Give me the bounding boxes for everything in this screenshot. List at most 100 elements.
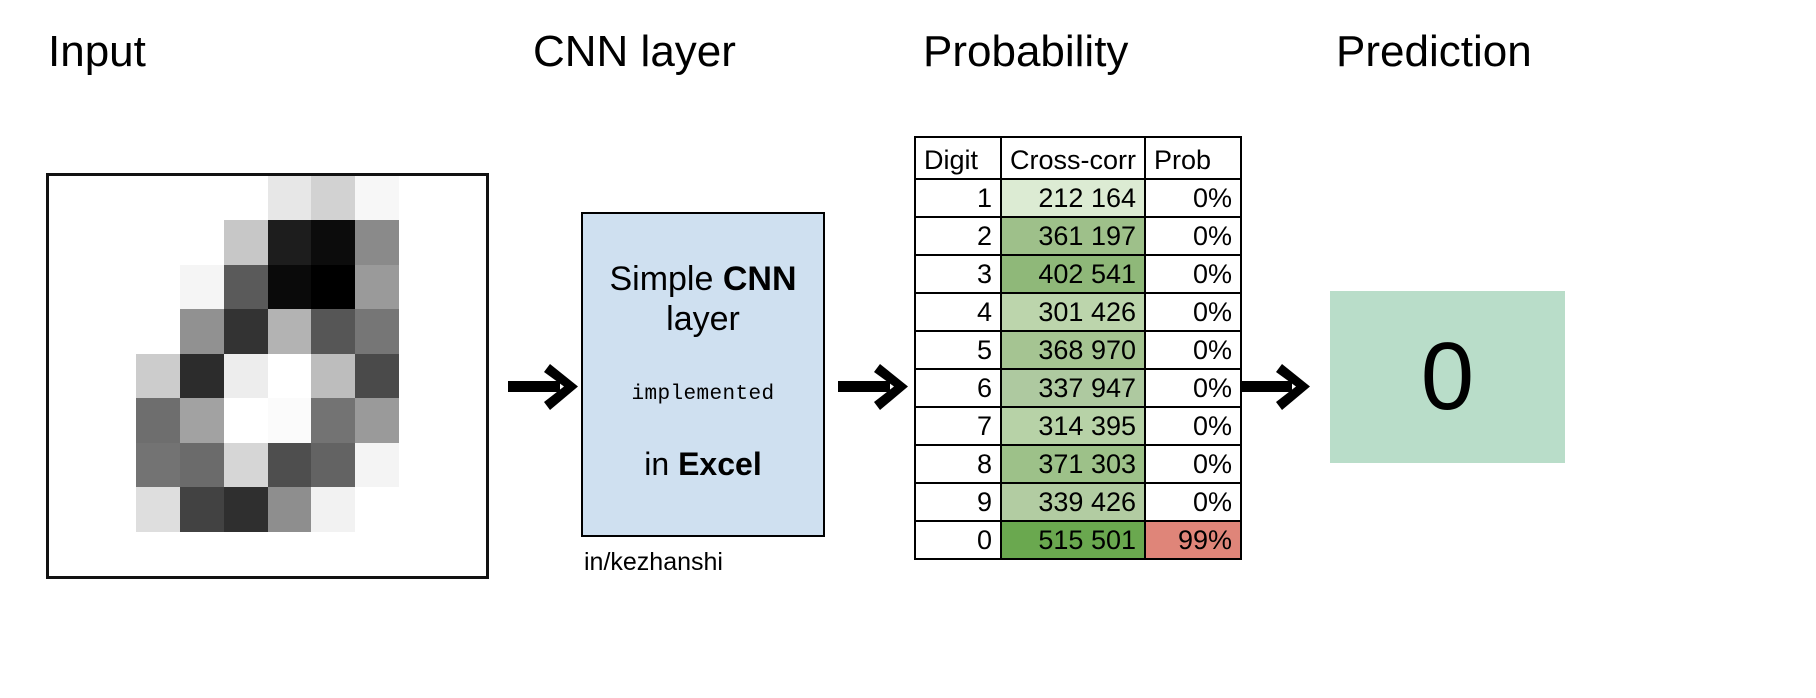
pixel-cell xyxy=(92,398,137,443)
pixel-cell xyxy=(92,487,137,532)
pixel-cell xyxy=(267,487,312,532)
pixel-cell xyxy=(49,353,93,399)
input-image-panel xyxy=(46,173,489,579)
pixel-cell xyxy=(311,398,355,443)
cnn-platform-plain: in xyxy=(644,445,679,482)
pixel-cell xyxy=(49,220,93,265)
pixel-cell xyxy=(136,176,181,221)
pixel-cell xyxy=(442,442,486,488)
cell-digit: 2 xyxy=(914,216,1002,256)
prediction-box: 0 xyxy=(1330,291,1565,463)
arrow-right-icon xyxy=(838,364,908,410)
pixel-cell xyxy=(223,487,268,532)
pixel-cell xyxy=(223,353,268,399)
pixel-cell xyxy=(398,442,443,488)
pixel-cell xyxy=(442,531,486,576)
cell-prob: 0% xyxy=(1144,406,1242,446)
pixel-cell xyxy=(398,398,443,443)
cell-prob: 0% xyxy=(1144,482,1242,522)
pixel-cell xyxy=(354,487,399,532)
cell-digit: 9 xyxy=(914,482,1002,522)
pixel-cell xyxy=(180,353,224,399)
pixel-cell xyxy=(49,442,93,488)
pixel-cell xyxy=(442,309,486,354)
pixel-cell xyxy=(442,487,486,532)
cell-digit: 4 xyxy=(914,292,1002,332)
pixel-cell xyxy=(398,176,443,221)
cell-digit: 0 xyxy=(914,520,1002,560)
pixel-cell xyxy=(442,398,486,443)
pixel-cell xyxy=(442,220,486,265)
cell-cross-corr: 301 426 xyxy=(1000,292,1146,332)
pixel-cell xyxy=(398,264,443,310)
pixel-cell xyxy=(180,531,224,576)
pixel-cell xyxy=(267,531,312,576)
pixel-cell xyxy=(180,442,224,488)
pixel-cell xyxy=(223,442,268,488)
pixel-cell xyxy=(354,531,399,576)
cell-prob: 99% xyxy=(1144,520,1242,560)
cnn-platform-label: in Excel xyxy=(644,446,761,483)
cell-cross-corr: 371 303 xyxy=(1000,444,1146,484)
pixel-cell xyxy=(136,442,181,488)
cell-cross-corr: 515 501 xyxy=(1000,520,1146,560)
cell-prob: 0% xyxy=(1144,178,1242,218)
cell-cross-corr: 361 197 xyxy=(1000,216,1146,256)
pixel-cell xyxy=(180,309,224,354)
cnn-title-plain: Simple xyxy=(609,260,723,299)
arrow-right-icon xyxy=(508,364,578,410)
pixel-cell xyxy=(223,264,268,310)
pixel-cell xyxy=(180,220,224,265)
pixel-cell xyxy=(442,353,486,399)
pixel-cell xyxy=(398,531,443,576)
cell-digit: 6 xyxy=(914,368,1002,408)
cnn-platform-bold: Excel xyxy=(678,445,762,482)
cell-digit: 3 xyxy=(914,254,1002,294)
column-header-cross-corr: Cross-corr xyxy=(1000,136,1146,180)
pixel-cell xyxy=(136,353,181,399)
pixel-cell xyxy=(92,531,137,576)
pixel-cell xyxy=(354,176,399,221)
pixel-cell xyxy=(311,264,355,310)
pixel-cell xyxy=(92,264,137,310)
pixel-cell xyxy=(354,398,399,443)
pixel-cell xyxy=(180,264,224,310)
pixel-cell xyxy=(49,487,93,532)
pixel-cell xyxy=(180,487,224,532)
cell-cross-corr: 212 164 xyxy=(1000,178,1146,218)
pixel-cell xyxy=(267,398,312,443)
cell-cross-corr: 402 541 xyxy=(1000,254,1146,294)
pixel-cell xyxy=(136,487,181,532)
pixel-cell xyxy=(49,531,93,576)
pixel-cell xyxy=(223,176,268,221)
cell-digit: 5 xyxy=(914,330,1002,370)
pixel-cell xyxy=(442,176,486,221)
cnn-layer-box: Simple CNN layer implemented in Excel xyxy=(581,212,825,537)
pixel-cell xyxy=(180,176,224,221)
pixel-cell xyxy=(92,220,137,265)
pixel-cell xyxy=(136,531,181,576)
pixel-cell xyxy=(354,264,399,310)
pixel-cell xyxy=(354,353,399,399)
pixel-cell xyxy=(398,487,443,532)
pixel-cell xyxy=(354,309,399,354)
cnn-author-caption: in/kezhanshi xyxy=(584,548,723,576)
pixel-cell xyxy=(267,309,312,354)
input-digit-pixel-grid xyxy=(49,176,486,576)
column-header-prob: Prob xyxy=(1144,136,1242,180)
pixel-cell xyxy=(223,220,268,265)
cell-prob: 0% xyxy=(1144,444,1242,484)
cnn-title: Simple CNN layer xyxy=(583,260,823,339)
pixel-cell xyxy=(311,220,355,265)
cell-digit: 7 xyxy=(914,406,1002,446)
cnn-title-bold: CNN xyxy=(722,260,797,299)
pixel-cell xyxy=(136,220,181,265)
pixel-cell xyxy=(267,442,312,488)
cell-prob: 0% xyxy=(1144,330,1242,370)
